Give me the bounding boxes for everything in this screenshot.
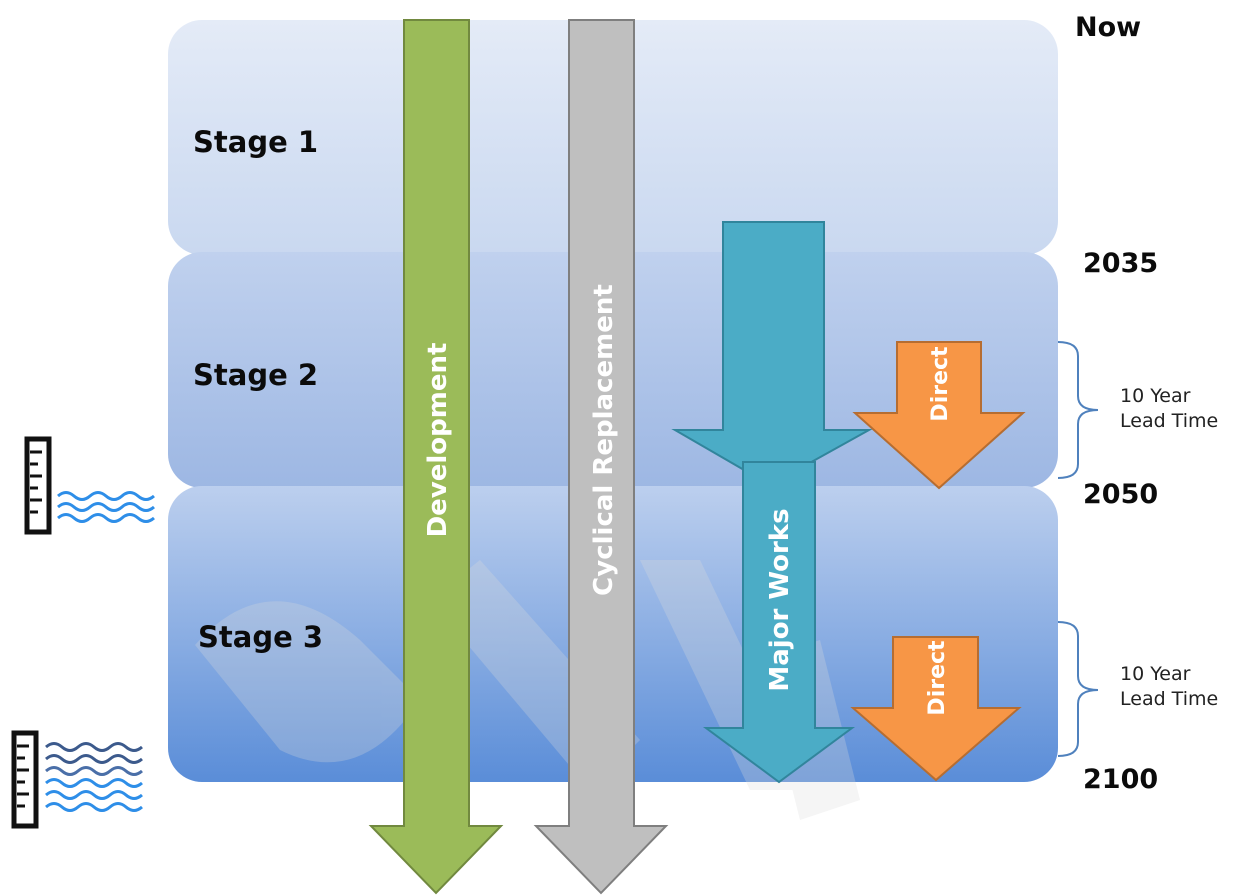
lead-time-1-line1: 10 Year [1120, 385, 1191, 407]
direct-arrow-stage-2 [852, 341, 1026, 490]
stage-1-label: Stage 1 [193, 125, 318, 159]
lead-time-1-line2: Lead Time [1120, 410, 1218, 432]
direct-arrow-stage-3 [850, 636, 1022, 782]
lead-time-2-line1: 10 Year [1120, 663, 1191, 685]
development-arrow [368, 19, 504, 895]
year-2100: 2100 [1083, 764, 1158, 795]
stage-2-label: Stage 2 [193, 358, 318, 392]
cyclical-replacement-arrow [533, 19, 669, 895]
cyclical-replacement-label: Cyclical Replacement [589, 284, 619, 596]
lead-time-brace-1 [1057, 341, 1099, 479]
flood-gauge-icon [24, 436, 52, 535]
lead-time-brace-2 [1057, 621, 1099, 757]
direct-label-stage-2: Direct [928, 346, 953, 422]
major-works-arrow [671, 221, 873, 487]
flood-gauge-icon-2 [11, 730, 39, 829]
major-works-label: Major Works [765, 508, 795, 691]
stage-3-label: Stage 3 [198, 620, 323, 654]
now-marker: Now [1075, 12, 1141, 43]
direct-label-stage-3: Direct [925, 640, 950, 716]
development-label: Development [423, 343, 453, 538]
lead-time-2-line2: Lead Time [1120, 688, 1218, 710]
water-waves-icon [57, 491, 155, 523]
year-2050: 2050 [1083, 479, 1158, 510]
water-waves-icon-2 [45, 742, 143, 812]
major-works-arrow-lower [702, 461, 856, 784]
year-2035: 2035 [1083, 248, 1158, 279]
